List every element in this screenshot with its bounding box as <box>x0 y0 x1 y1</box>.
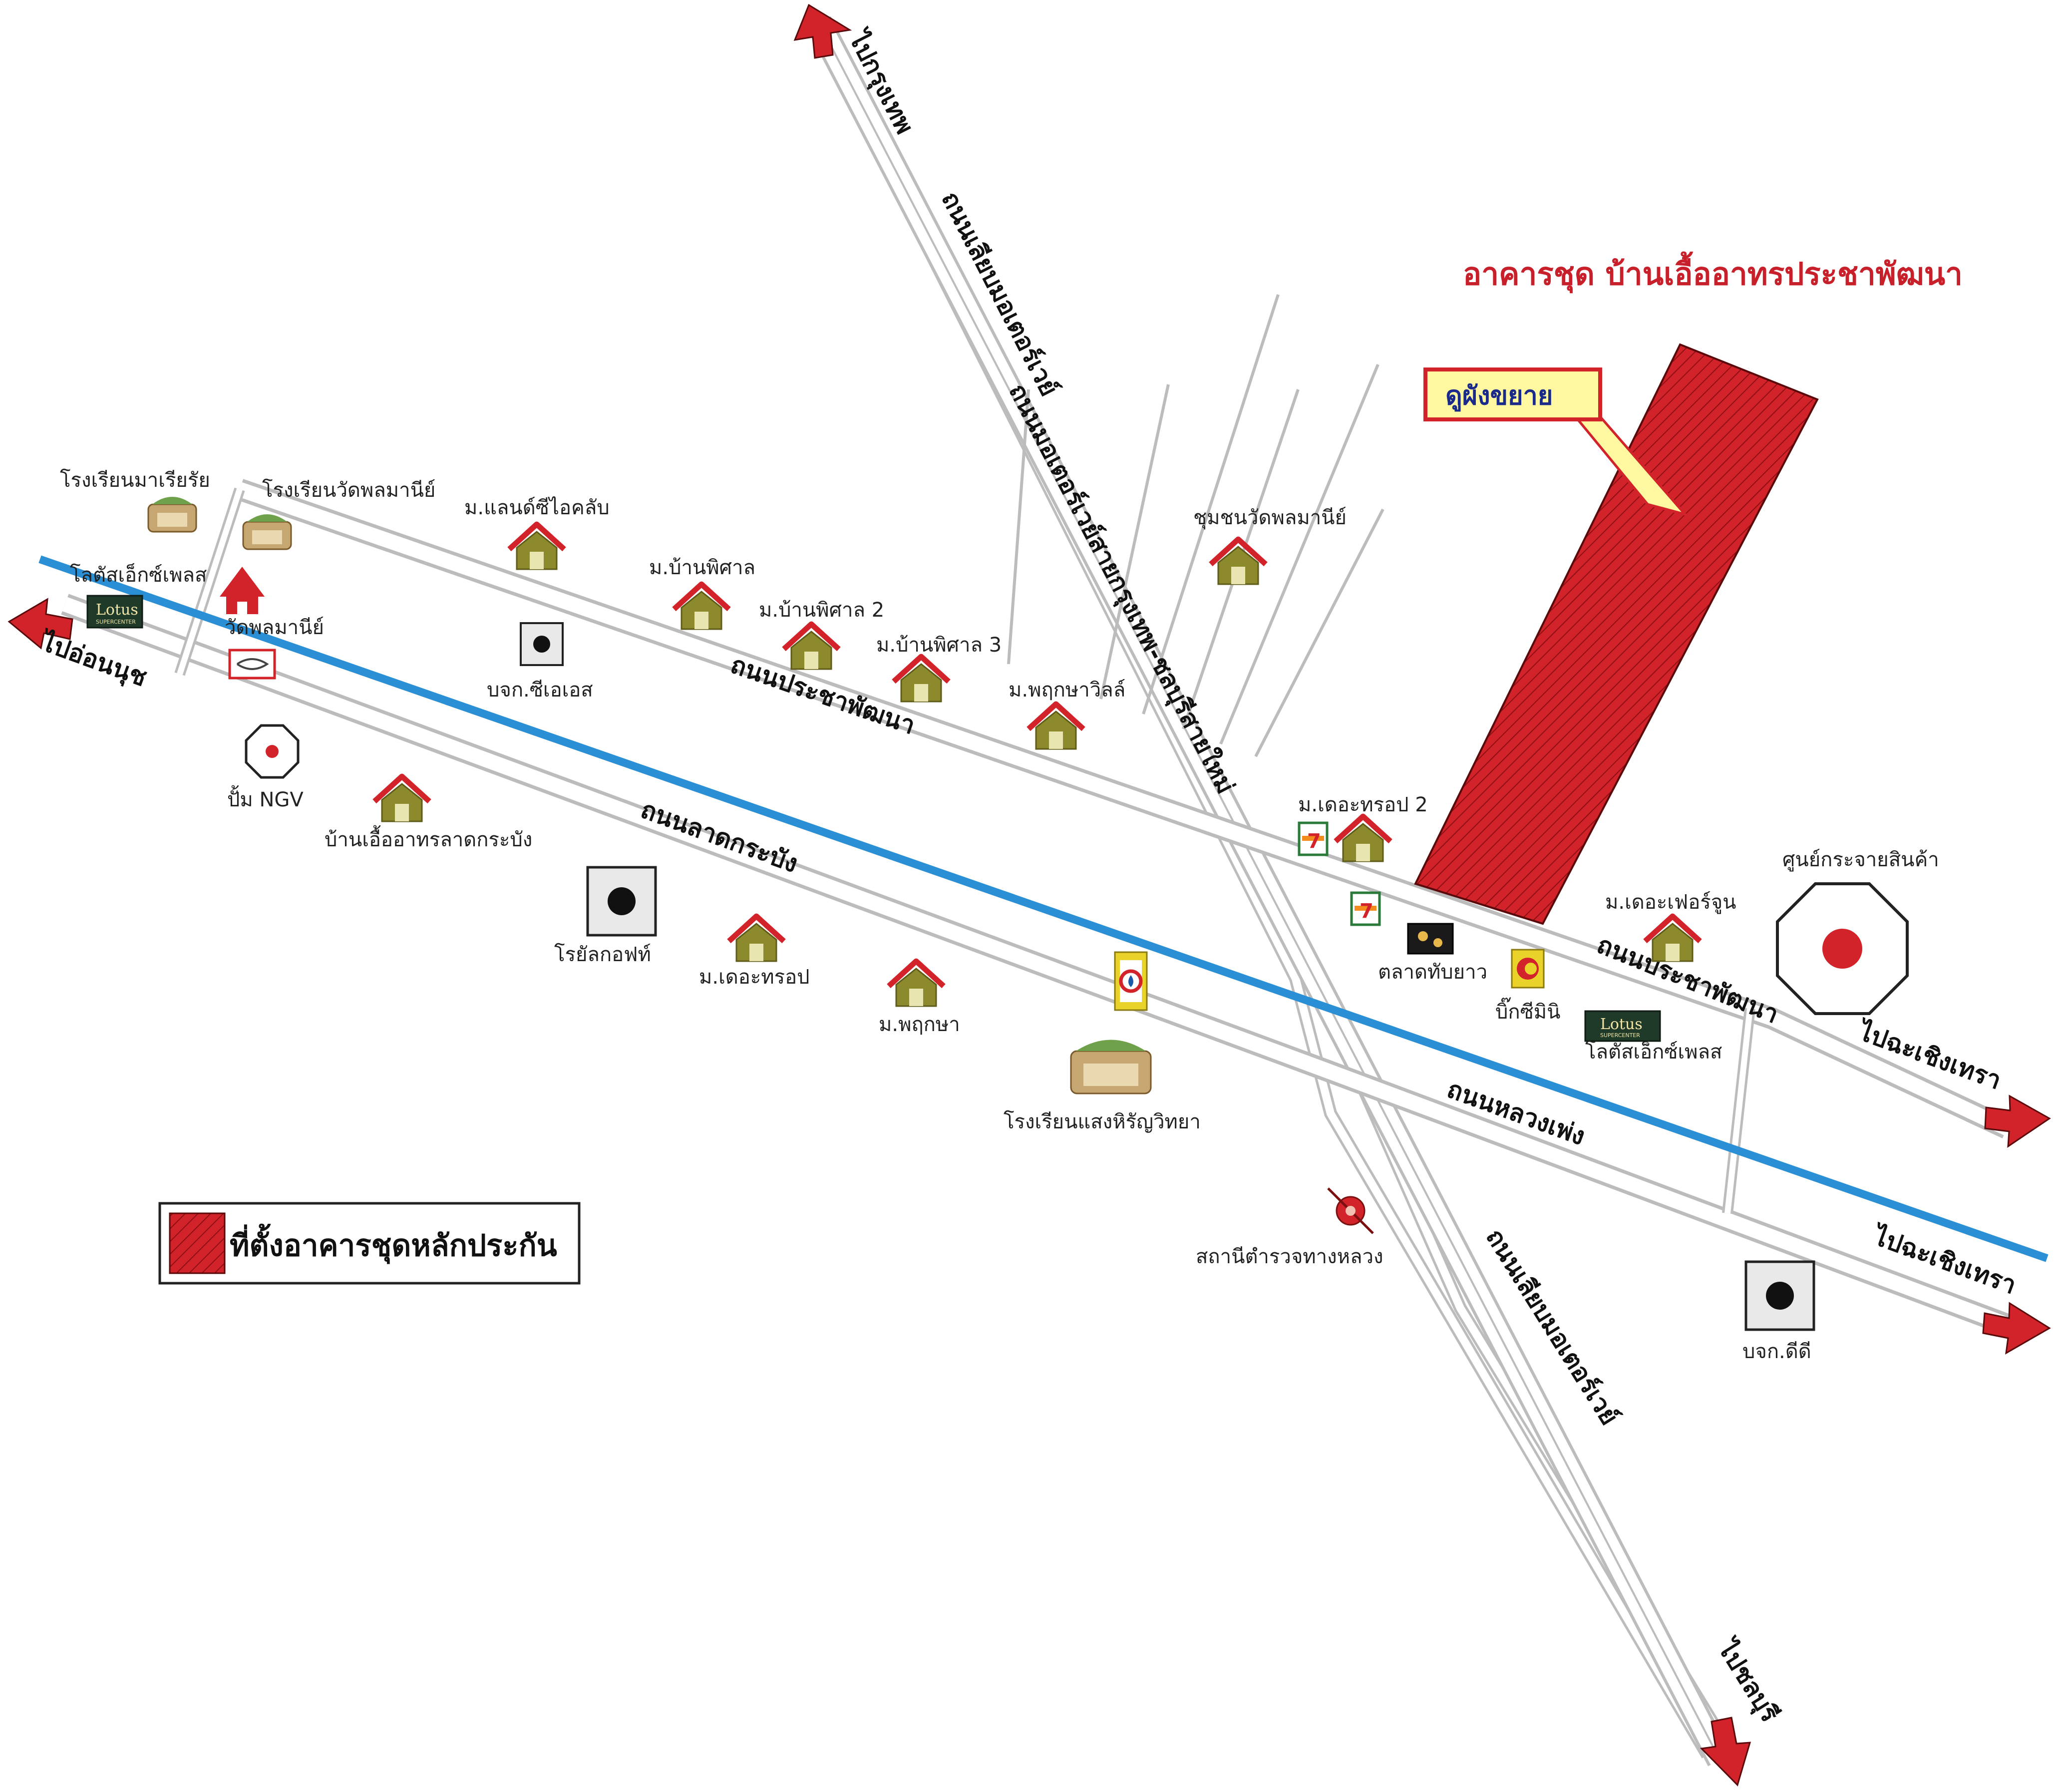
lotus-logo-text: Lotus <box>96 601 138 619</box>
label-the-fortune: ม.เดอะเฟอร์จูน <box>1605 891 1736 914</box>
house-icon[interactable] <box>509 524 564 569</box>
house-icon[interactable] <box>674 584 729 629</box>
label-lotus-express-e: โลตัสเอ็กซ์เพลส <box>1585 1040 1722 1064</box>
label-land-sea-club: ม.แลนด์ซีไอคลับ <box>464 496 610 519</box>
lotus-logo-text: Lotus <box>1600 1016 1643 1033</box>
arrow-icon <box>1984 1094 2051 1148</box>
connector-road-east-inner <box>1724 1008 1753 1214</box>
label-royal-golf: โรยัลกอฟท์ <box>554 943 651 966</box>
label-the-trop: ม.เดอะทรอป <box>699 966 810 989</box>
label-talad-thap-yao: ตลาดทับยาว <box>1378 961 1487 984</box>
house-icon[interactable] <box>1211 539 1266 584</box>
label-school-mariarai: โรงเรียนมาเรียรัย <box>60 469 210 492</box>
house-icon[interactable] <box>889 961 944 1006</box>
school-icon[interactable] <box>147 497 197 533</box>
map-title: อาคารชุด บ้านเอื้ออาทรประชาพัฒนา <box>1463 251 1963 293</box>
legend: ที่ตั้งอาคารชุดหลักประกัน <box>158 1202 581 1285</box>
factory-icon[interactable] <box>586 866 657 937</box>
school-icon[interactable] <box>1070 1040 1152 1094</box>
temple-icon[interactable] <box>220 567 265 614</box>
seven-eleven-logo-text: 7 <box>1360 900 1373 923</box>
lotus-logo-sub: SUPERCENTER <box>1600 1032 1640 1039</box>
ngv-pump-icon[interactable] <box>245 724 300 779</box>
label-big-c-mini: บิ๊กซีมินิ <box>1495 997 1560 1024</box>
gas-station-icon[interactable] <box>1114 951 1148 1011</box>
label-ban-phisan-3: ม.บ้านพิศาล 3 <box>876 634 1002 657</box>
temple-sign-icon <box>228 649 276 680</box>
lotus-logo-sub: SUPERCENTER <box>96 619 136 625</box>
motorway <box>807 16 1732 1767</box>
road-network <box>38 13 2049 1767</box>
arrow-icon <box>793 3 852 59</box>
factory-icon[interactable] <box>520 622 564 666</box>
house-icon[interactable] <box>1336 816 1390 861</box>
pracha-phatthana-road <box>236 479 2012 1138</box>
soi-lanes <box>1007 294 1384 757</box>
store-icon[interactable]: 7 <box>1350 891 1381 926</box>
label-school-wat-phon: โรงเรียนวัดพลมานีย์ <box>262 479 435 502</box>
house-icon[interactable] <box>1645 916 1700 961</box>
label-distribution-center: ศูนย์กระจายสินค้า <box>1782 848 1939 871</box>
connector-road-west-inner <box>177 488 243 675</box>
arrow-icon <box>1700 1717 1751 1787</box>
label-bjk-dd: บจก.ดีดี <box>1742 1340 1811 1363</box>
label-baan-ua-lat: บ้านเอื้ออาทรลาดกระบัง <box>325 825 532 851</box>
label-pruksa-villa: ม.พฤกษาวิลล์ <box>1009 679 1125 702</box>
label-ngv-pump: ปั้ม NGV <box>227 785 304 811</box>
callout-label: ดูผังขยาย <box>1445 381 1553 412</box>
house-icon[interactable] <box>894 657 949 702</box>
house-icon[interactable] <box>729 916 784 961</box>
legend-label: ที่ตั้งอาคารชุดหลักประกัน <box>230 1223 557 1264</box>
site-block[interactable] <box>1414 343 1819 925</box>
police-icon[interactable] <box>1327 1187 1374 1234</box>
label-bjk-cs: บจก.ซีเอเอส <box>487 679 593 702</box>
direction-arrows <box>7 3 2051 1787</box>
store-icon[interactable] <box>1511 949 1545 989</box>
distribution-center-icon[interactable] <box>1776 882 1909 1015</box>
label-pruksa: ม.พฤกษา <box>879 1013 960 1036</box>
label-school-saeng: โรงเรียนแสงหิรัญวิทยา <box>1004 1110 1201 1133</box>
label-ban-phisan: ม.บ้านพิศาล <box>649 556 755 579</box>
callout[interactable]: ดูผังขยาย <box>1423 367 1689 517</box>
store-icon[interactable]: Lotus SUPERCENTER <box>1584 1010 1661 1042</box>
road-label-lat-krabang: ถนนลาดกระบัง <box>637 795 802 878</box>
house-icon[interactable] <box>1028 704 1083 749</box>
lat-krabang-road <box>61 594 2014 1336</box>
label-police: สถานีตำรวจทางหลวง <box>1196 1245 1383 1268</box>
store-icon[interactable]: Lotus SUPERCENTER <box>86 595 143 629</box>
school-icon[interactable] <box>242 514 292 550</box>
legend-swatch <box>169 1212 226 1274</box>
market-icon[interactable] <box>1407 923 1454 955</box>
house-icon[interactable] <box>784 624 839 669</box>
factory-icon[interactable] <box>1744 1260 1815 1331</box>
direction-to-chonburi: ไปชลบุรี <box>1710 1633 1784 1728</box>
label-ban-phisan-2: ม.บ้านพิศาล 2 <box>759 599 884 622</box>
house-icon[interactable] <box>374 776 429 821</box>
canal <box>38 555 2049 1262</box>
seven-eleven-logo-text: 7 <box>1307 830 1321 853</box>
schools <box>147 497 1152 1094</box>
place-labels: โรงเรียนมาเรียรัย โรงเรียนวัดพลมานีย์ โล… <box>60 469 1939 1363</box>
arrow-icon <box>7 598 73 650</box>
store-icon[interactable]: 7 <box>1298 821 1329 856</box>
label-lotus-express-w: โลตัสเอ็กซ์เพลส <box>70 563 207 587</box>
label-the-trop-2: ม.เดอะทรอป 2 <box>1298 793 1428 816</box>
arrow-icon <box>1982 1302 2051 1355</box>
label-community-wat: ชุมชนวัดพลมานีย์ <box>1193 506 1347 530</box>
label-wat-phon: วัดพลมานีย์ <box>225 616 324 639</box>
